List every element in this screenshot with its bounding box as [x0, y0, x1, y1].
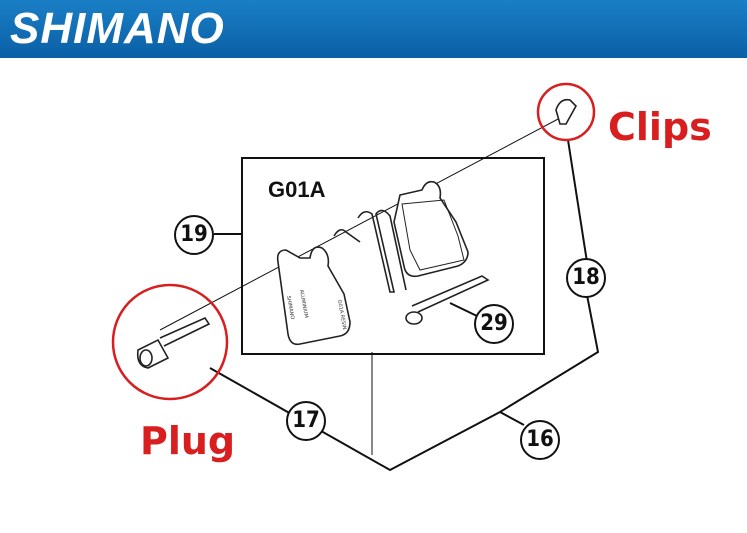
pad-model-label: G01A: [268, 177, 326, 202]
brand-header: SHIMANO: [0, 0, 747, 58]
part-number-29: 29: [474, 304, 514, 344]
pad-code-label: G01A RESIN: [336, 299, 347, 330]
front-brake-pad: [276, 246, 351, 346]
part-number-16: 16: [520, 420, 560, 460]
rear-brake-pad: [393, 180, 469, 278]
clip-part: [555, 98, 577, 125]
cotter-pin: [405, 275, 490, 325]
plug-callout: Plug: [140, 419, 236, 463]
pad-spring: [333, 209, 407, 293]
pad-brand-label: SHIMANO: [285, 295, 295, 320]
part-number-19: 19: [174, 215, 214, 255]
part-number-18: 18: [566, 258, 606, 298]
exploded-parts-diagram: SHIMANO ALUMINIUM G01A RESIN: [111, 82, 600, 472]
plug-bolt: [136, 316, 211, 369]
leader-18: [567, 139, 588, 263]
part-number-17: 17: [286, 401, 326, 441]
pad-kit-frame: [241, 157, 545, 355]
plug-highlight-circle: [111, 283, 229, 401]
axis-line-clip: [159, 117, 561, 331]
pad-material-label: ALUMINIUM: [298, 289, 309, 318]
leader-16: [499, 411, 525, 426]
leader-29: [449, 302, 478, 317]
clips-highlight-circle: [536, 82, 596, 142]
clips-callout: Clips: [608, 105, 712, 149]
shimano-logo: SHIMANO: [10, 4, 225, 53]
